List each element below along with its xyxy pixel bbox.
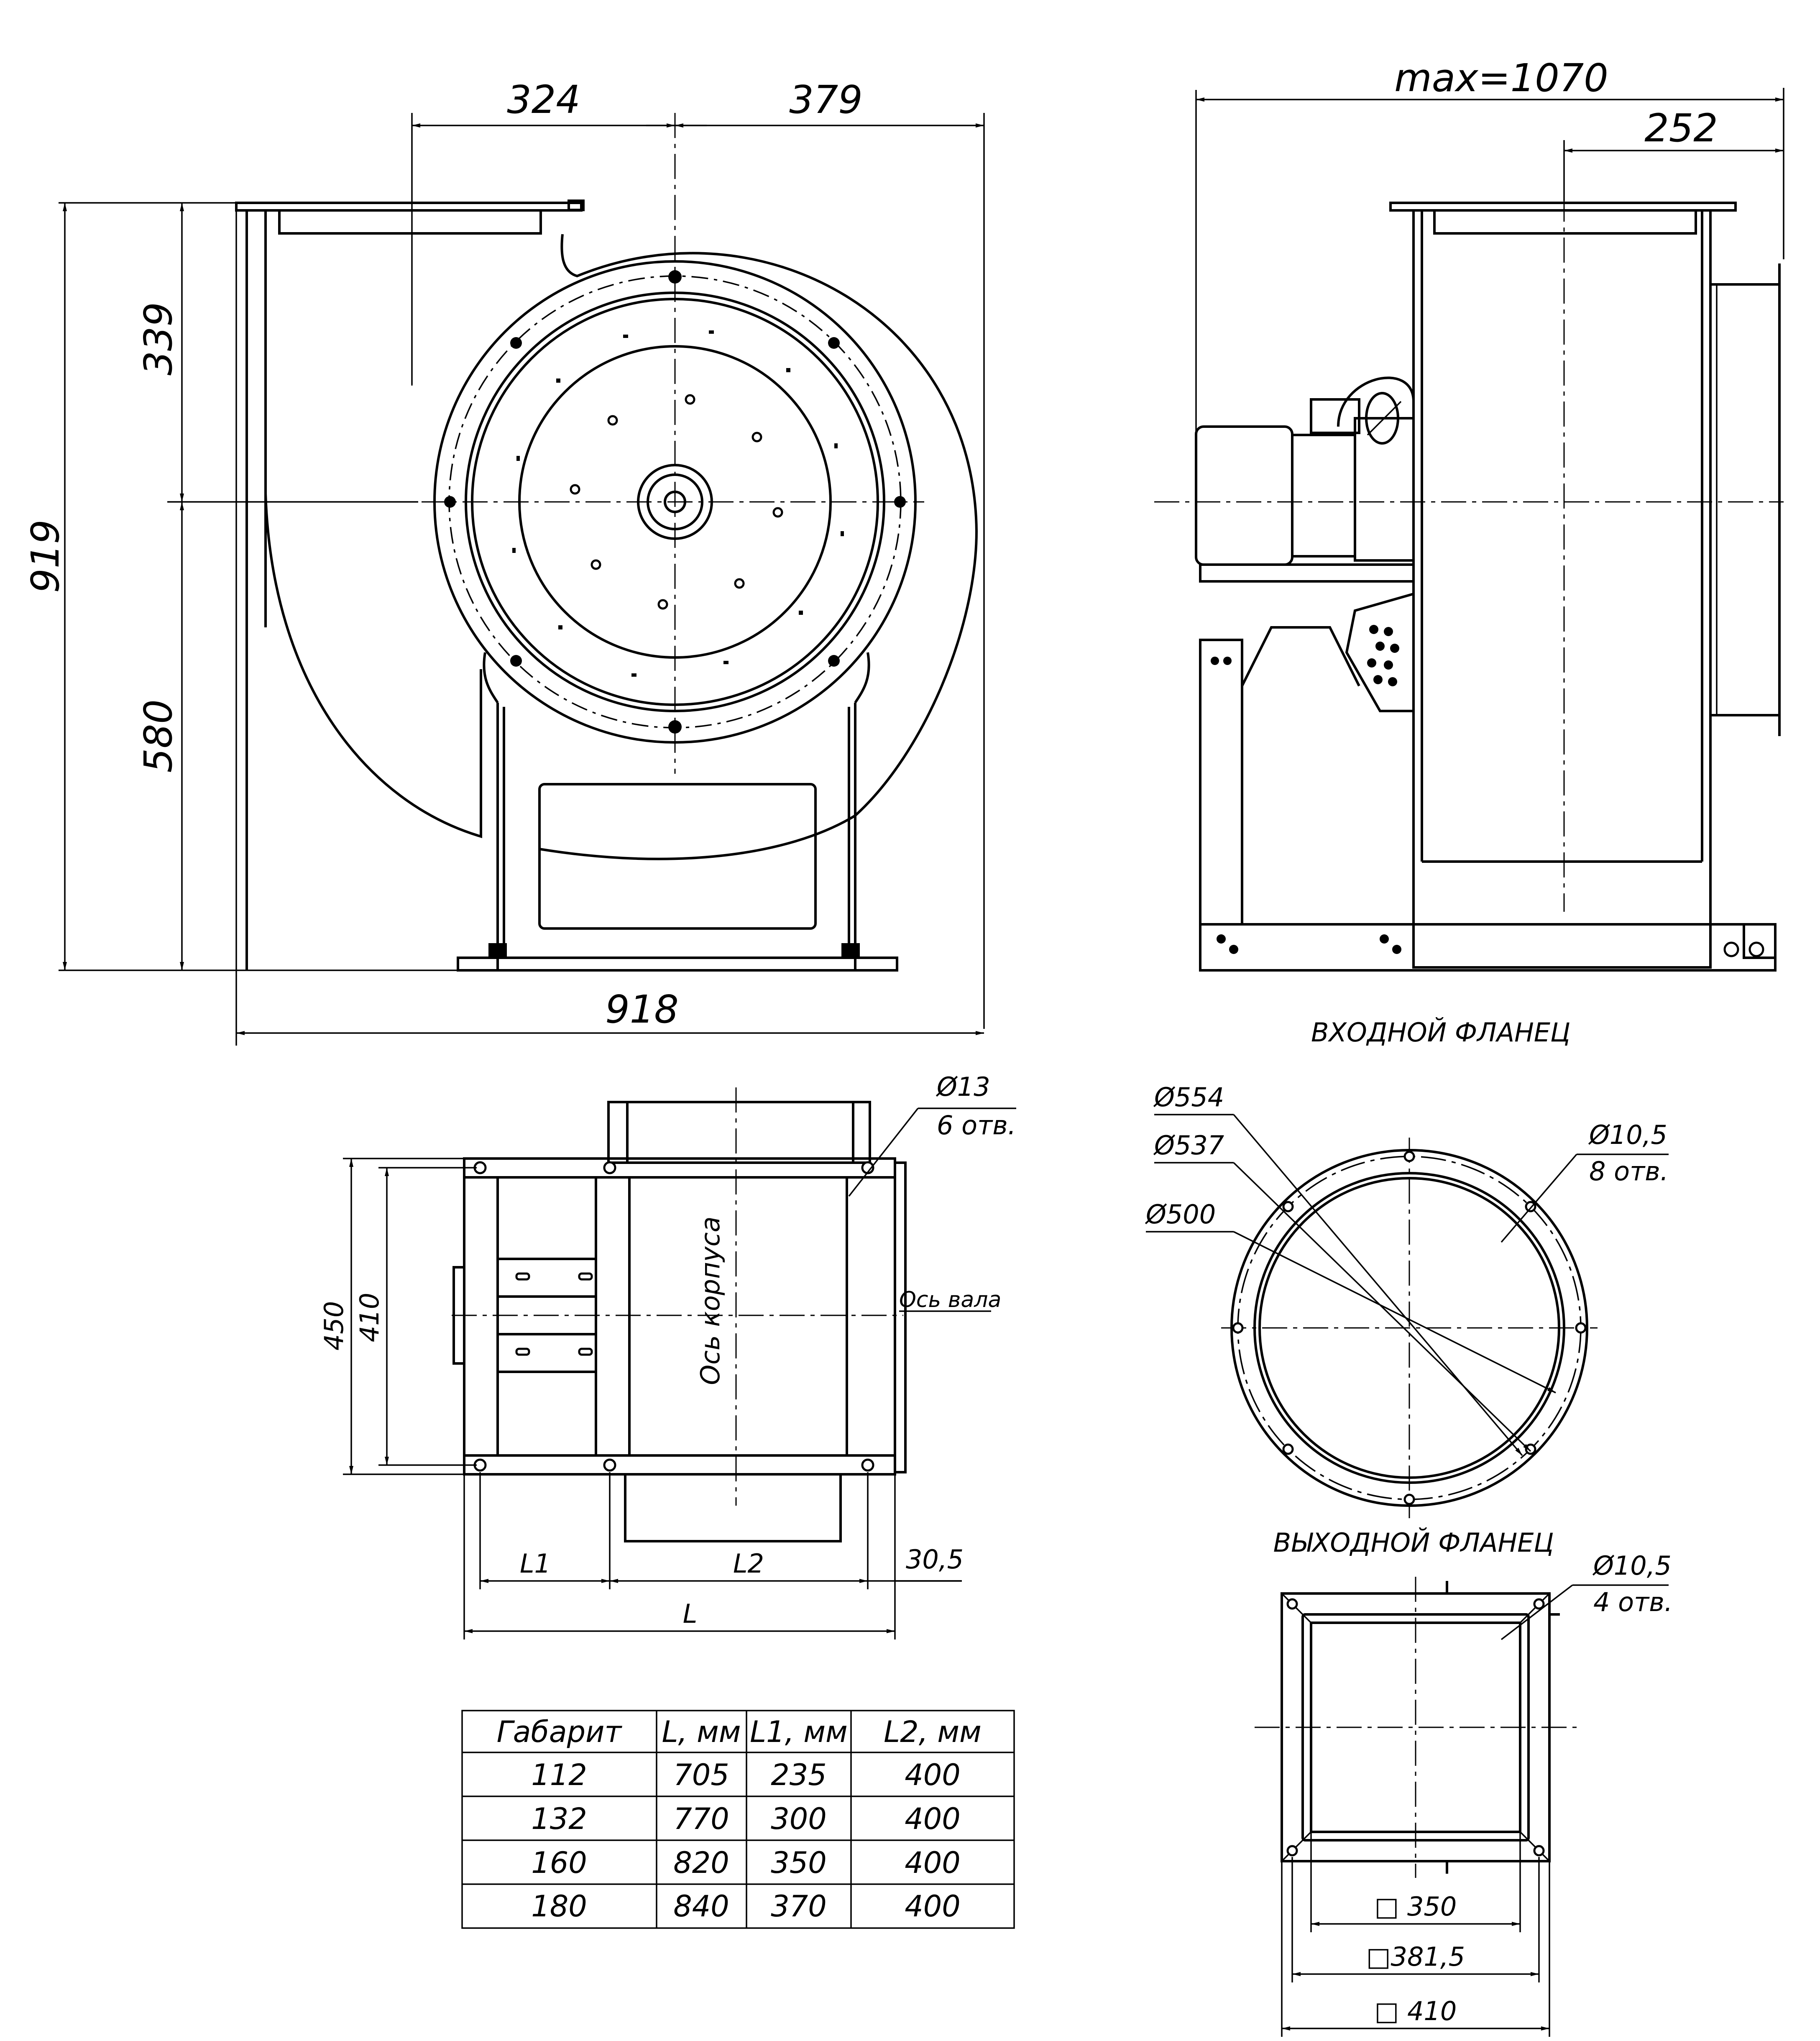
dim-339: 339: [136, 302, 181, 376]
housing-axis-label: Ось корпуса: [695, 1216, 726, 1385]
side-view: max=1070 252: [1154, 56, 1784, 972]
table-cell: 350: [771, 1846, 827, 1880]
dia-554: Ø554: [1153, 1082, 1224, 1113]
plan-hole-count: 6 отв.: [937, 1110, 1016, 1141]
plan-view: Ось корпуса Ось вала Ø13 6 отв. 450 410 …: [319, 1072, 1016, 1639]
inlet-flange: ВХОДНОЙ ФЛАНЕЦ Ø554 Ø537 Ø500 Ø10,5 8 от…: [1145, 1017, 1669, 1518]
dim-L1: L1: [520, 1548, 551, 1579]
front-blade-marks: [512, 330, 844, 677]
outlet-flange: ВЫХОДНОЙ ФЛАНЕЦ Ø10,5 4 отв. □ 350: [1255, 1527, 1672, 2037]
dim-580: 580: [136, 699, 181, 773]
dim-30-5: 30,5: [906, 1544, 964, 1575]
outlet-hole-count: 4 отв.: [1593, 1587, 1672, 1617]
inlet-hole-dia: Ø10,5: [1588, 1120, 1667, 1150]
dim-sq-381-5: □381,5: [1366, 1941, 1465, 1972]
table-cell: 705: [673, 1758, 729, 1792]
inlet-hole-count: 8 отв.: [1589, 1156, 1668, 1187]
dim-410: 410: [354, 1293, 385, 1342]
table-cell: 300: [771, 1802, 827, 1836]
table-cell: 770: [673, 1802, 729, 1836]
table-cell: 112: [531, 1758, 587, 1792]
dim-324: 324: [507, 77, 580, 122]
table-cell: 160: [531, 1846, 587, 1880]
dim-450: 450: [319, 1301, 349, 1350]
dim-252: 252: [1644, 106, 1718, 151]
table-cell: 400: [905, 1758, 961, 1792]
front-view: 324 379 919 339 580 918: [23, 77, 985, 1046]
dim-379: 379: [789, 77, 863, 122]
outlet-hole-dia: Ø10,5: [1592, 1550, 1672, 1581]
outlet-flange-holes: [1286, 1598, 1545, 1857]
table-header-L2: L2, мм: [884, 1715, 982, 1749]
table-header-L1: L1, мм: [750, 1715, 848, 1749]
dim-max-1070: max=1070: [1394, 56, 1608, 100]
plan-frame-holes: [473, 1161, 874, 1472]
dim-sq-410: □ 410: [1375, 1996, 1457, 2026]
table-cell: 820: [673, 1846, 729, 1880]
plan-hole-dia: Ø13: [936, 1072, 990, 1102]
shaft-axis-label: Ось вала: [899, 1287, 1001, 1312]
table-cell: 235: [771, 1758, 827, 1792]
front-disc-holes: [570, 394, 783, 610]
table-header-L: L, мм: [662, 1715, 741, 1749]
size-table: Габарит L, мм L1, мм L2, мм 112 705 235 …: [461, 1710, 1015, 1929]
dim-919: 919: [23, 519, 68, 593]
inlet-flange-holes: [1232, 1151, 1587, 1505]
table-cell: 180: [531, 1889, 587, 1923]
dim-L: L: [683, 1599, 698, 1629]
table-header-gabarit: Габарит: [497, 1715, 623, 1749]
table-cell: 370: [771, 1889, 827, 1923]
dia-537: Ø537: [1153, 1130, 1224, 1161]
table-cell: 400: [905, 1846, 961, 1880]
dim-L2: L2: [733, 1548, 764, 1579]
inlet-flange-title: ВХОДНОЙ ФЛАНЕЦ: [1311, 1017, 1570, 1048]
table-cell: 400: [905, 1802, 961, 1836]
dim-918: 918: [605, 987, 679, 1032]
outlet-flange-title: ВЫХОДНОЙ ФЛАНЕЦ: [1273, 1527, 1554, 1558]
side-stand-holes: [1211, 625, 1399, 686]
table-cell: 840: [673, 1889, 729, 1923]
front-flange-holes: [444, 270, 906, 734]
dia-500: Ø500: [1145, 1199, 1216, 1230]
table-cell: 400: [905, 1889, 961, 1923]
table-cell: 132: [531, 1802, 587, 1836]
dim-sq-350: □ 350: [1375, 1891, 1457, 1922]
